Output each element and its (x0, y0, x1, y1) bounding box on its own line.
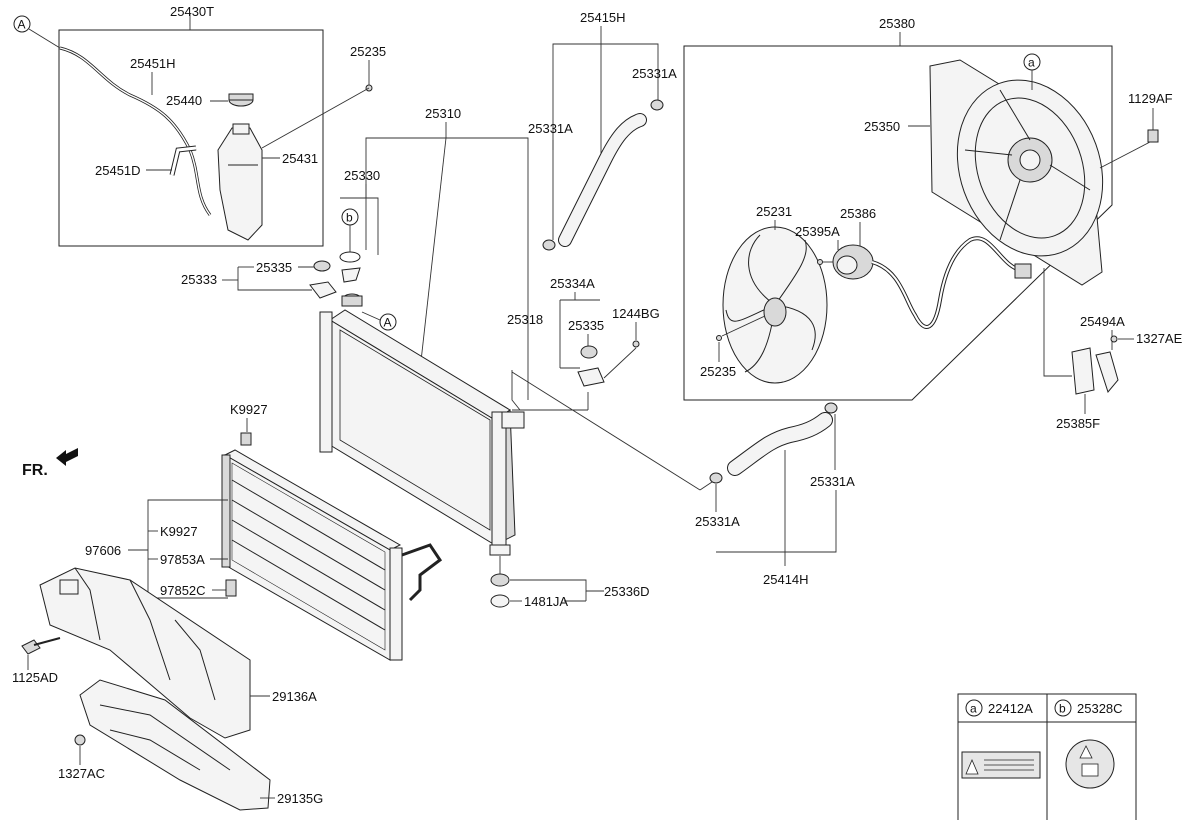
label-K9927-b: K9927 (160, 524, 198, 539)
air-guard-group: 29136A 29135G 1125AD 1327AC (12, 567, 323, 811)
label-25350: 25350 (864, 119, 900, 134)
condenser-core (224, 454, 391, 661)
reservoir-tank (217, 127, 263, 241)
lower-mount-group: 1481JA 25336D (490, 556, 650, 609)
label-fr: FR. (22, 462, 48, 479)
radiator-right-tank (491, 411, 507, 553)
legend-key-a: a (970, 702, 977, 716)
front-arrow-icon (56, 448, 78, 466)
legend-code-a: 22412A (988, 701, 1033, 716)
label-97853A: 97853A (160, 552, 205, 567)
label-25331A-1: 25331A (632, 66, 677, 81)
label-25414H: 25414H (763, 572, 809, 587)
label-25336D: 25336D (604, 584, 650, 599)
label-1481JA: 1481JA (524, 594, 568, 609)
condenser-group: K9927 K9927 97606 97853A 97852C (85, 402, 443, 661)
radiator-left-tank (319, 311, 333, 453)
label-25431: 25431 (282, 151, 318, 166)
fan-assembly-group: 25380 25350 a 25231 25386 25395A (683, 16, 1113, 401)
lower-hose-group: 25331A 25331A 25414H (695, 402, 855, 587)
label-25318: 25318 (507, 312, 543, 327)
callout-A-top (13, 15, 31, 33)
bolt-1129AF: 1129AF (1099, 91, 1173, 169)
label-25430T: 25430T (170, 4, 214, 19)
label-25380: 25380 (879, 16, 915, 31)
label-K9927-a: K9927 (230, 402, 268, 417)
legend-code-b: 25328C (1077, 701, 1123, 716)
label-97606: 97606 (85, 543, 121, 558)
label-25310: 25310 (425, 106, 461, 121)
upper-hose (559, 114, 646, 246)
label-25415H: 25415H (580, 10, 626, 25)
label-25330: 25330 (344, 168, 380, 183)
label-25331A-2: 25331A (528, 121, 573, 136)
label-25386: 25386 (840, 206, 876, 221)
fan-assembly-box (683, 45, 1113, 401)
radiator-group: 25310 (319, 106, 529, 556)
label-25440: 25440 (166, 93, 202, 108)
label-1327AC: 1327AC (58, 766, 105, 781)
lower-hose (728, 413, 832, 475)
label-29136A: 29136A (272, 689, 317, 704)
label-25235-fan: 25235 (700, 364, 736, 379)
label-25494A: 25494A (1080, 314, 1125, 329)
upper-mount-group: 25335 25333 (181, 260, 337, 299)
label-25451D: 25451D (95, 163, 141, 178)
label-25231: 25231 (756, 204, 792, 219)
air-guard-upper (39, 567, 251, 739)
label-25335-b: 25335 (568, 318, 604, 333)
screw-25235-top: 25235 (261, 44, 386, 149)
label-1125AD: 1125AD (12, 670, 58, 685)
fan-resistor (1071, 347, 1095, 395)
cap-seal-ring (339, 251, 361, 263)
motor-wire-harness (871, 237, 1021, 328)
air-guard-lower (79, 679, 271, 811)
label-25451H: 25451H (130, 56, 176, 71)
bracket-group: 25334A 25335 1244BG 25318 (507, 276, 701, 491)
label-29135G: 29135G (277, 791, 323, 806)
label-25395A: 25395A (795, 224, 840, 239)
callout-A-top-text: A (18, 18, 26, 32)
label-25333: 25333 (181, 272, 217, 287)
reservoir-group: 25430T A 25451H 25440 25431 25451D (13, 4, 324, 247)
callout-A-radiator (379, 313, 397, 331)
label-97852C: 97852C (160, 583, 206, 598)
label-25331A-4: 25331A (695, 514, 740, 529)
label-25385F: 25385F (1056, 416, 1100, 431)
label-25335-a: 25335 (256, 260, 292, 275)
resistor-group: 25494A 1327AE 25385F (1043, 268, 1183, 431)
label-1327AE: 1327AE (1136, 331, 1183, 346)
radiator-cap-group: 25330 b A (339, 168, 397, 331)
label-25334A: 25334A (550, 276, 595, 291)
label-25235-top: 25235 (350, 44, 386, 59)
legend-key-b: b (1059, 702, 1066, 716)
front-direction-indicator: FR. (22, 448, 78, 479)
upper-hose-group: 25415H 25331A 25331A (528, 10, 677, 251)
label-1129AF: 1129AF (1128, 91, 1173, 106)
label-1244BG: 1244BG (612, 306, 660, 321)
overflow-hose (59, 46, 212, 216)
legend-box: a 22412A b 25328C (957, 693, 1137, 820)
svg-text:a: a (1028, 56, 1035, 70)
label-25331A-3: 25331A (810, 474, 855, 489)
svg-text:b: b (346, 211, 353, 225)
svg-text:A: A (384, 316, 392, 330)
